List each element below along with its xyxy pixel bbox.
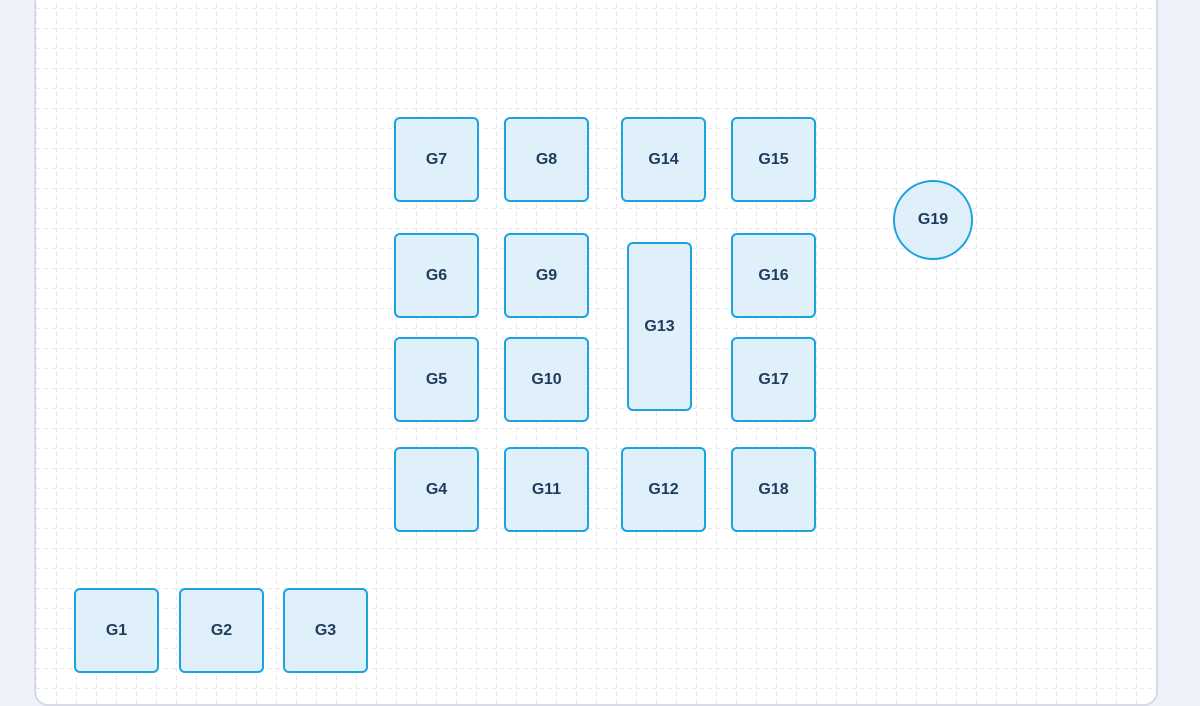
table-g17[interactable]: G17 [731,337,816,422]
table-label: G16 [758,266,789,284]
table-label: G14 [648,150,679,168]
table-label: G19 [917,211,949,228]
table-label: G6 [425,266,448,284]
table-g11[interactable]: G11 [504,447,589,532]
table-label: G13 [644,317,675,335]
table-label: G9 [535,266,558,284]
table-label: G17 [758,370,789,388]
table-label: G5 [425,370,448,388]
table-label: G15 [758,150,789,168]
table-g5[interactable]: G5 [394,337,479,422]
table-label: G1 [105,621,128,639]
table-g13[interactable]: G13 [627,242,692,411]
table-label: G11 [531,480,562,498]
table-g18[interactable]: G18 [731,447,816,532]
table-g3[interactable]: G3 [283,588,368,673]
table-label: G8 [535,150,558,168]
table-label: G7 [425,150,448,168]
table-label: G2 [210,621,233,639]
table-g1[interactable]: G1 [74,588,159,673]
floor-plan-canvas[interactable]: G7 G8 G14 G15 G19 G6 G9 G13 G16 G5 G10 G… [34,0,1158,706]
table-g15[interactable]: G15 [731,117,816,202]
table-g19[interactable]: G19 [893,180,973,260]
table-label: G10 [531,370,562,388]
table-g12[interactable]: G12 [621,447,706,532]
table-g14[interactable]: G14 [621,117,706,202]
table-g9[interactable]: G9 [504,233,589,318]
table-g4[interactable]: G4 [394,447,479,532]
table-g2[interactable]: G2 [179,588,264,673]
grid-vertical-lines [36,0,1156,704]
table-label: G3 [314,621,337,639]
table-g6[interactable]: G6 [394,233,479,318]
table-g7[interactable]: G7 [394,117,479,202]
table-g8[interactable]: G8 [504,117,589,202]
table-label: G4 [425,480,448,498]
table-g10[interactable]: G10 [504,337,589,422]
table-label: G12 [648,480,679,498]
table-label: G18 [758,480,789,498]
table-g16[interactable]: G16 [731,233,816,318]
